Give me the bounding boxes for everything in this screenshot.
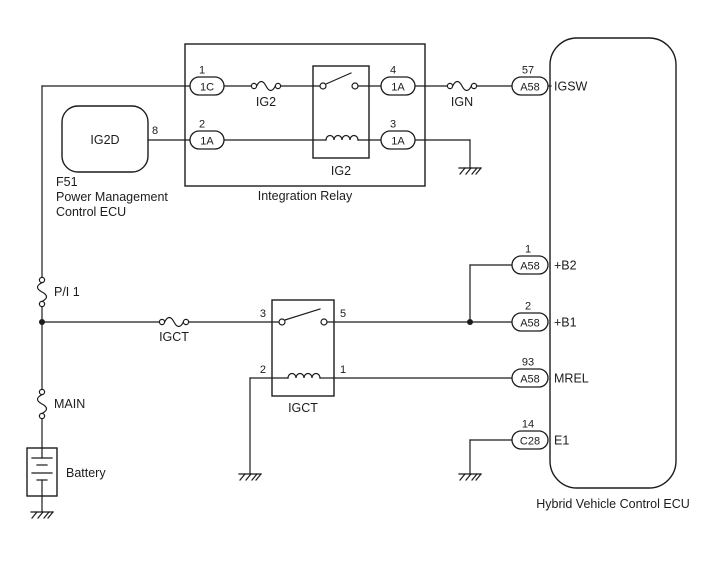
fuse-ign-label: IGN bbox=[451, 95, 473, 109]
pin-1c: 1C 1 bbox=[189, 65, 225, 96]
ig2-relay-label: IG2 bbox=[331, 164, 351, 178]
igct-relay-switch-icon bbox=[278, 308, 328, 326]
pin-1a-2: 1A 2 bbox=[189, 119, 225, 150]
fuse-igct-icon bbox=[158, 316, 190, 328]
ground-icon bbox=[30, 511, 54, 519]
pin-signal-label: E1 bbox=[554, 434, 569, 448]
ground-icon bbox=[238, 473, 262, 481]
igct-pin3-number: 3 bbox=[260, 308, 266, 320]
junction-dot bbox=[39, 319, 45, 325]
integration-relay-label: Integration Relay bbox=[258, 189, 353, 203]
ground-icon bbox=[458, 167, 482, 175]
pin-connector-code: A58 bbox=[520, 318, 540, 330]
fuse-ign-icon bbox=[446, 80, 478, 92]
pin-number: 1 bbox=[199, 65, 205, 77]
ground-icon bbox=[458, 473, 482, 481]
f51-name-line2: Control ECU bbox=[56, 205, 126, 219]
f51-name-line1: Power Management bbox=[56, 190, 168, 204]
pin-connector-code: A58 bbox=[520, 374, 540, 386]
wires bbox=[41, 85, 552, 513]
pin-number: 14 bbox=[522, 419, 534, 431]
pin-b1: A58 2 +B1 bbox=[511, 301, 577, 332]
pin-b2: A58 1 +B2 bbox=[511, 244, 577, 275]
igct-pin2-number: 2 bbox=[260, 364, 266, 376]
pin-signal-label: +B2 bbox=[554, 259, 577, 273]
fusible-link-pi1-label: P/I 1 bbox=[54, 285, 80, 299]
pin-number: 2 bbox=[525, 301, 531, 313]
pin-number: 57 bbox=[522, 65, 534, 77]
pin-signal-label: IGSW bbox=[554, 80, 588, 94]
pin-connector-code: C28 bbox=[520, 436, 540, 448]
pin-number: 2 bbox=[199, 119, 205, 131]
pin-name: 1A bbox=[200, 136, 214, 148]
pin-name: 1A bbox=[391, 136, 405, 148]
pin-signal-label: +B1 bbox=[554, 316, 577, 330]
ig2-relay-box bbox=[312, 65, 370, 159]
f51-ecu-box bbox=[61, 105, 149, 173]
pin-connectors: 1C 1 1A 2 1A 4 1A 3 A58 57 IGSW A58 1 bbox=[189, 65, 589, 450]
pin-igsw: A58 57 IGSW bbox=[511, 65, 588, 96]
fusible-link-main-icon bbox=[36, 388, 48, 420]
junction-dot bbox=[467, 319, 473, 325]
battery-label: Battery bbox=[66, 466, 106, 480]
integration-relay-box bbox=[184, 43, 426, 187]
pin-number: 4 bbox=[390, 65, 396, 77]
ig2-relay-switch-icon bbox=[319, 72, 359, 90]
fuse-ig2-label: IG2 bbox=[256, 95, 276, 109]
hv-ecu-label: Hybrid Vehicle Control ECU bbox=[536, 497, 690, 511]
pin-number: 3 bbox=[390, 119, 396, 131]
boxes bbox=[26, 37, 677, 497]
fusible-link-main-label: MAIN bbox=[54, 397, 85, 411]
igct-relay-box bbox=[271, 299, 335, 397]
pin-1a-4: 1A 4 bbox=[380, 65, 416, 96]
pin-number: 1 bbox=[525, 244, 531, 256]
labels: Integration Relay IG2 IG2 IGN IGCT IGCT … bbox=[54, 95, 690, 511]
igct-pin1-number: 1 bbox=[340, 364, 346, 376]
pin-connector-code: A58 bbox=[520, 261, 540, 273]
f51-pin-number: 8 bbox=[152, 125, 158, 137]
fusible-link-pi1-icon bbox=[36, 276, 48, 308]
symbols bbox=[30, 72, 482, 519]
f51-connector-label: IG2D bbox=[90, 133, 119, 147]
igct-relay-label: IGCT bbox=[288, 401, 318, 415]
pin-name: 1A bbox=[391, 82, 405, 94]
pin-signal-label: MREL bbox=[554, 372, 589, 386]
fuse-igct-label: IGCT bbox=[159, 330, 189, 344]
pin-1a-3: 1A 3 bbox=[380, 119, 416, 150]
pin-mrel: A58 93 MREL bbox=[511, 357, 589, 388]
pin-number: 93 bbox=[522, 357, 534, 369]
hv-ecu-box bbox=[549, 37, 677, 489]
battery-icon bbox=[31, 447, 53, 497]
igct-pin5-number: 5 bbox=[340, 308, 346, 320]
pin-e1: C28 14 E1 bbox=[511, 419, 569, 450]
pin-name: 1C bbox=[200, 82, 214, 94]
pin-connector-code: A58 bbox=[520, 82, 540, 94]
f51-code: F51 bbox=[56, 175, 78, 189]
